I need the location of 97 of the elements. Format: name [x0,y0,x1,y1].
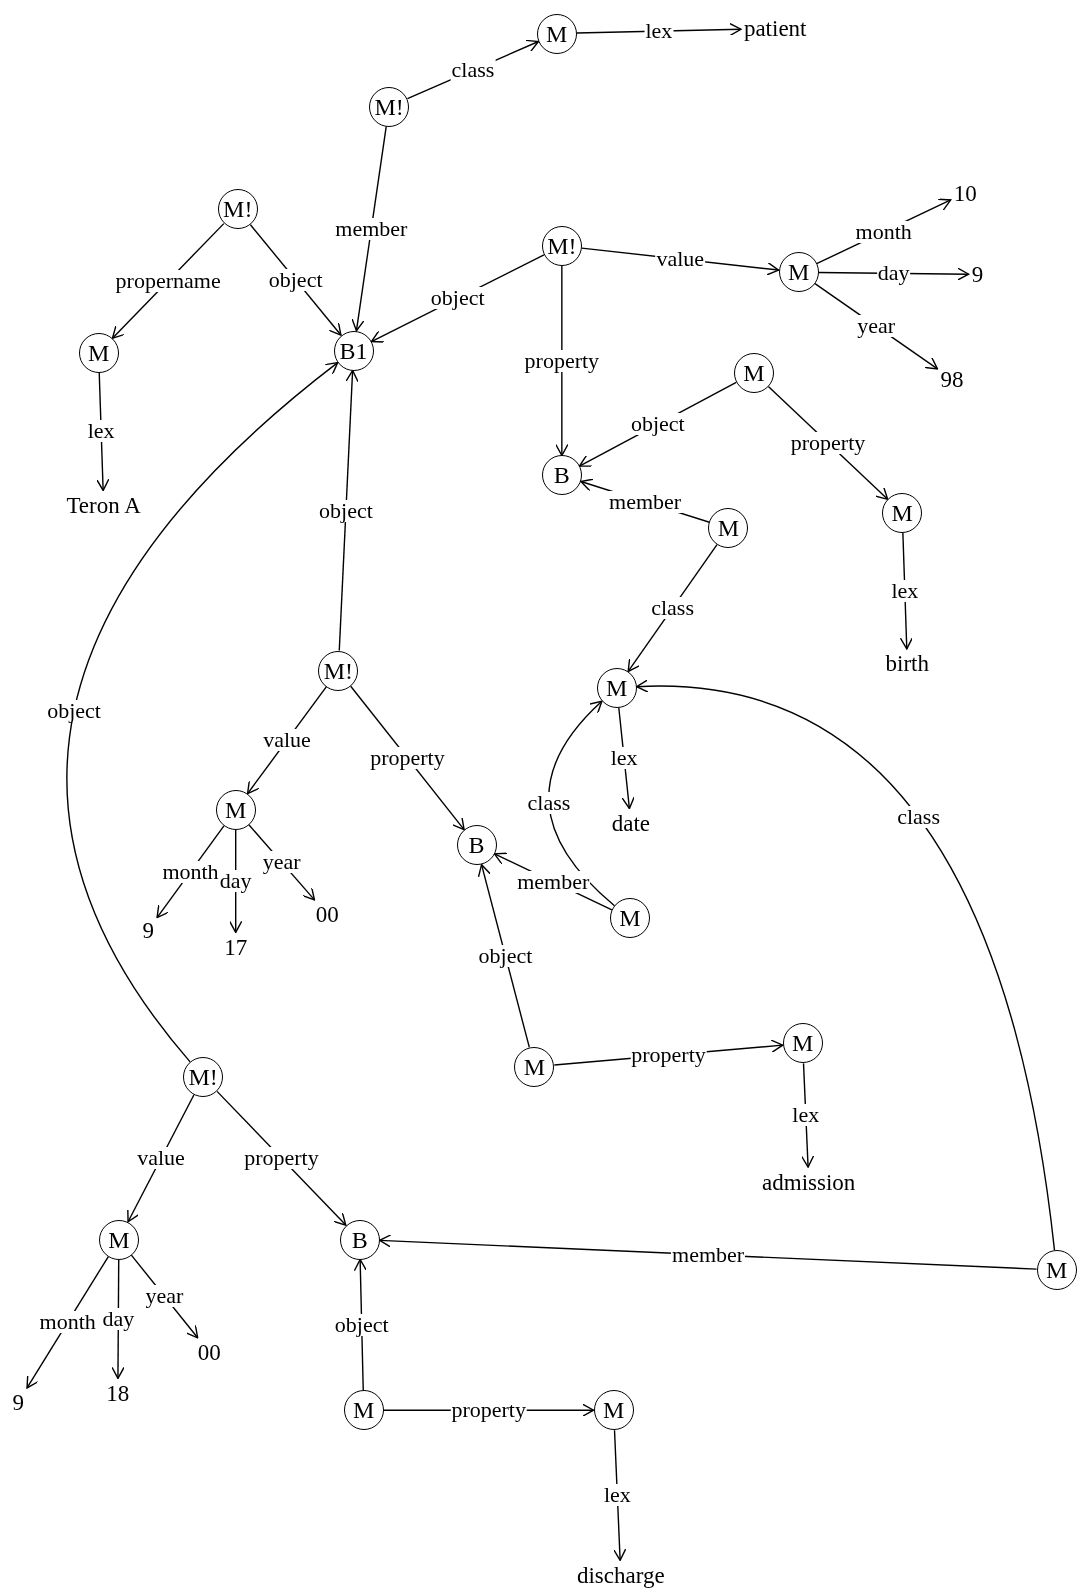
node-label: 17 [223,934,249,960]
node-label: 9 [141,917,156,943]
edge-label: property [243,1147,320,1170]
edge-label: lex [602,1484,632,1507]
arrow [351,125,387,332]
node-circle [215,789,256,830]
node-circle [708,508,749,549]
edge-label: day [218,870,253,893]
node-label: 98 [939,366,965,392]
node-label: B [351,1227,368,1252]
edge-label: class [896,806,941,829]
node-circle [333,330,374,371]
node-label: M! [547,233,577,258]
edge-label: year [144,1285,185,1308]
node-label: B1 [339,338,368,363]
node-label: birth [884,650,930,676]
node-label: M [546,21,568,46]
node-label: M [743,360,765,385]
node-label: M [606,675,628,700]
node-label: 9 [970,261,985,287]
node-label: 00 [196,1339,222,1365]
node-label: B [468,833,485,858]
node-label: 00 [314,901,340,927]
node-label: M [225,797,247,822]
node-label: M! [374,94,404,119]
node-label: 18 [105,1380,131,1406]
node-label: B [553,463,570,488]
arrow [635,680,1056,1251]
edge-label: day [101,1307,136,1330]
node-label: discharge [575,1562,666,1588]
edge-label: value [262,729,312,752]
node-label: M! [188,1064,218,1089]
node-label: admission [761,1169,857,1195]
node-label: date [610,810,652,836]
edge-label: object [629,413,686,436]
edge-label: lex [890,580,920,602]
node-circle [733,352,774,393]
edge-label: member [608,490,683,513]
node-circle [78,332,119,373]
edge-label: object [318,499,374,522]
node-label: M [603,1398,625,1423]
arrow [338,369,359,652]
edge-label: class [450,59,496,82]
node-label: M [891,501,913,526]
node-circle [98,1219,139,1260]
node-label: M [108,1227,130,1252]
arrow [555,265,569,457]
edge-label: propername [114,269,222,292]
edge-label: object [267,268,324,291]
node-circle [609,898,650,939]
node-label: patient [742,15,808,41]
node-circle [536,13,577,54]
edge-label: property [789,431,867,454]
edge-label: year [261,851,302,874]
node-circle [217,189,258,230]
node-circle [339,1219,380,1260]
node-circle [369,86,410,127]
edge-label: object [46,699,102,722]
edge-label: object [429,287,486,310]
node-label: M! [223,197,253,222]
edge-label: class [650,597,695,620]
edge-label: class [526,792,572,815]
node-circle [541,225,582,266]
edge-label: month [854,220,913,243]
node-label: M [523,1054,546,1079]
node-label: M [787,260,810,285]
arrow [66,361,339,1063]
node-circle [183,1056,224,1097]
arrow [378,1234,1038,1270]
edge-label: value [136,1147,186,1170]
edge-label: member [516,870,591,893]
edge-label: object [333,1313,390,1336]
edge-label: member [334,217,409,240]
edge-label: property [523,349,601,372]
node-circle [318,650,359,691]
node-label: M [791,1031,814,1056]
node-circle [596,667,637,708]
node-label: M [353,1398,375,1423]
node-label: Teron A [65,492,142,518]
arrow [477,863,531,1049]
edge-label: lex [791,1104,821,1127]
node-label: 10 [952,180,978,206]
edge-label: object [477,945,534,968]
edge-label: lex [86,420,116,443]
node-circle [1036,1250,1077,1290]
node-label: M [1045,1258,1068,1282]
edge-label: year [856,315,897,338]
node-label: 9 [11,1389,26,1415]
edge-label: month [38,1311,97,1334]
edge-label: lex [609,747,639,770]
edge-label: month [161,860,220,883]
edge-label: property [369,746,446,769]
node-circle [456,825,497,866]
node-label: M [717,516,740,541]
node-label: M! [323,658,353,683]
node-label: M [619,906,641,931]
node-label: M [87,340,110,365]
